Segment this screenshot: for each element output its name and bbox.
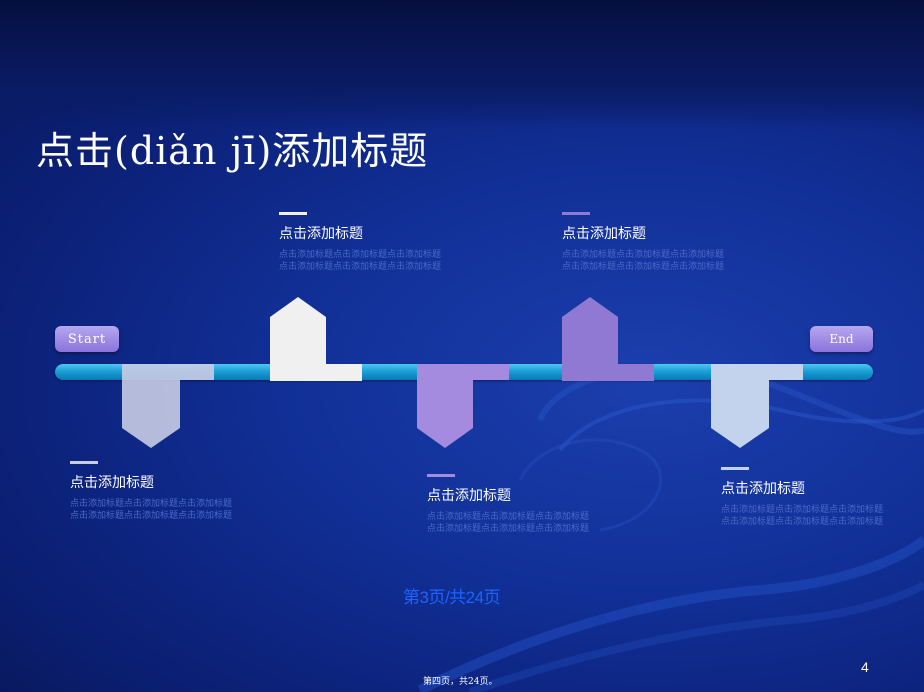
label-accent-2 <box>279 212 307 215</box>
label-title-4[interactable]: 点击添加标题 <box>562 226 646 242</box>
label-accent-1 <box>70 461 98 464</box>
label-accent-5 <box>721 467 749 470</box>
milestone-marker-5[interactable] <box>711 364 803 448</box>
header-band <box>0 0 924 130</box>
label-desc-5[interactable]: 点击添加标题点击添加标题点击添加标题点击添加标题点击添加标题点击添加标题 <box>721 505 884 527</box>
footer-text: 第四页，共24页。 <box>423 677 498 687</box>
end-button[interactable]: End <box>810 326 873 352</box>
label-title-1[interactable]: 点击添加标题 <box>70 475 154 491</box>
start-button[interactable]: Start <box>55 326 119 352</box>
label-title-5[interactable]: 点击添加标题 <box>721 481 805 497</box>
milestone-marker-3[interactable] <box>417 364 509 448</box>
label-desc-4[interactable]: 点击添加标题点击添加标题点击添加标题点击添加标题点击添加标题点击添加标题 <box>562 250 725 272</box>
slide-number: 4 <box>861 659 869 675</box>
label-title-2[interactable]: 点击添加标题 <box>279 226 363 242</box>
label-desc-1[interactable]: 点击添加标题点击添加标题点击添加标题点击添加标题点击添加标题点击添加标题 <box>70 499 233 521</box>
milestone-marker-1[interactable] <box>122 364 214 448</box>
label-accent-4 <box>562 212 590 215</box>
label-title-3[interactable]: 点击添加标题 <box>427 488 511 504</box>
page-indicator: 第3页/共24页 <box>403 588 501 607</box>
milestone-marker-4[interactable] <box>562 297 654 381</box>
milestone-marker-2[interactable] <box>270 297 362 381</box>
label-desc-2[interactable]: 点击添加标题点击添加标题点击添加标题点击添加标题点击添加标题点击添加标题 <box>279 250 442 272</box>
label-desc-3[interactable]: 点击添加标题点击添加标题点击添加标题点击添加标题点击添加标题点击添加标题 <box>427 512 590 534</box>
slide-title[interactable]: 点击(diǎn jī)添加标题 <box>36 129 429 173</box>
label-accent-3 <box>427 474 455 477</box>
